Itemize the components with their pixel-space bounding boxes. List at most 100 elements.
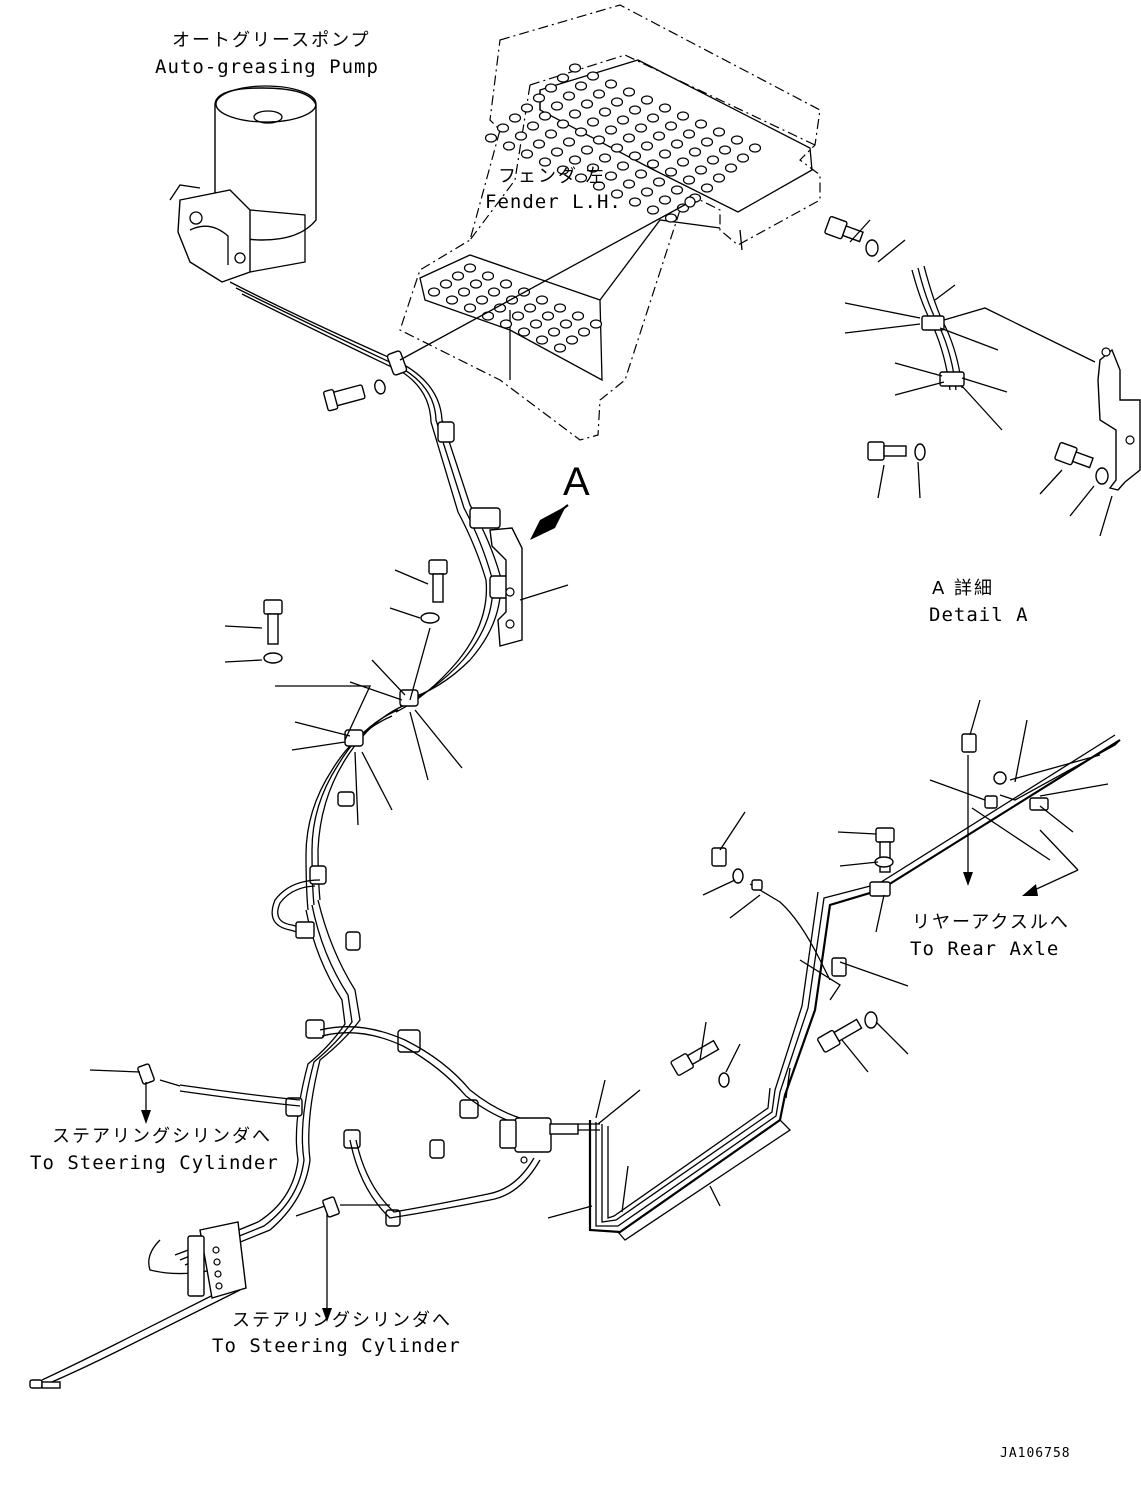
fender-bolt	[323, 379, 386, 412]
fender-hole	[670, 139, 684, 149]
fender-hole	[529, 319, 543, 329]
fender-hole	[640, 141, 654, 151]
fender-hole	[562, 91, 576, 101]
fender-hole	[571, 311, 585, 321]
fender-hole	[640, 95, 654, 105]
fender-hole	[481, 311, 495, 321]
fender-hole	[541, 311, 555, 321]
fender-hole	[475, 295, 489, 305]
fender-hole	[469, 279, 483, 289]
hose-end-fitting	[29, 1379, 61, 1389]
fender-hole	[568, 155, 582, 165]
fender-hole	[676, 203, 690, 213]
rear-axle-label-jp: リヤーアクスルへ	[912, 912, 1070, 933]
fender-hole	[550, 101, 564, 111]
fender-hole	[676, 111, 690, 121]
fender-hole	[622, 133, 636, 143]
fender-hole	[604, 125, 618, 135]
fender-hole	[463, 263, 477, 273]
fender-hole	[616, 115, 630, 125]
pump-label-jp: オートグリースポンプ	[172, 30, 371, 51]
fender-left	[399, 4, 821, 441]
fender-hole	[568, 63, 582, 73]
fender-hole	[544, 129, 558, 139]
detail-a-label-en: Detail A	[929, 604, 1029, 626]
fender-hole	[565, 335, 579, 345]
fender-hole	[664, 167, 678, 177]
fender-hole	[511, 311, 525, 321]
fender-hole	[592, 89, 606, 99]
fender-label-en: Fender L.H.	[485, 191, 622, 213]
fender-hole	[748, 143, 762, 153]
fender-hole	[535, 295, 549, 305]
fender-hole	[520, 103, 534, 113]
fender-hole	[646, 159, 660, 169]
fender-hole	[502, 141, 516, 151]
detail-a	[824, 215, 1141, 537]
fender-hole	[628, 197, 642, 207]
fender-hole	[658, 103, 672, 113]
fender-hole	[676, 157, 690, 167]
fender-hole	[718, 145, 732, 155]
fender-hole	[553, 303, 567, 313]
fender-hole	[652, 131, 666, 141]
fender-hole	[547, 327, 561, 337]
fender-perforations	[427, 63, 762, 353]
distributor-block	[187, 1221, 247, 1299]
fender-hole	[640, 187, 654, 197]
fender-hole	[646, 205, 660, 215]
pump-label-en: Auto-greasing Pump	[155, 56, 379, 78]
fender-hole	[694, 165, 708, 175]
fender-hole	[574, 81, 588, 91]
fender-hole	[499, 319, 513, 329]
fender-hole	[574, 127, 588, 137]
junction-block	[499, 1117, 600, 1164]
fender-hole	[484, 133, 498, 143]
fender-hole	[523, 303, 537, 313]
fender-hole	[514, 131, 528, 141]
fender-hole	[694, 119, 708, 129]
fender-hole	[616, 161, 630, 171]
steering-cylinder-label-2-jp: ステアリングシリンダへ	[232, 1310, 452, 1331]
fender-hole	[580, 145, 594, 155]
fender-hole	[553, 343, 567, 353]
fender-hole	[451, 271, 465, 281]
fender-hole	[463, 303, 477, 313]
fender-hole	[538, 157, 552, 167]
main-grease-hoses	[41, 281, 502, 1386]
fender-hole	[496, 123, 510, 133]
fender-hole	[622, 179, 636, 189]
fender-hole	[700, 183, 714, 193]
hose-bracket	[489, 527, 523, 647]
fender-hole	[526, 121, 540, 131]
fender-hole	[517, 327, 531, 337]
fender-hole	[592, 135, 606, 145]
fender-hole	[634, 123, 648, 133]
fender-hole	[457, 287, 471, 297]
fender-hole	[574, 173, 588, 183]
view-a-label: A	[563, 460, 590, 504]
fender-hole	[427, 287, 441, 297]
fender-hole	[670, 185, 684, 195]
fender-hole	[445, 295, 459, 305]
fender-hole	[538, 111, 552, 121]
fender-hole	[634, 169, 648, 179]
fender-hole	[610, 189, 624, 199]
fender-hole	[652, 177, 666, 187]
steering-cylinder-label-2-en: To Steering Cylinder	[212, 1335, 461, 1357]
fender-hole	[439, 279, 453, 289]
fender-hole	[562, 137, 576, 147]
view-a-arrow	[530, 504, 569, 540]
rear-axle-leaders	[547, 699, 1109, 1219]
fender-hole	[580, 99, 594, 109]
bolts-left	[224, 559, 569, 826]
fender-hole	[586, 117, 600, 127]
fender-hole	[598, 153, 612, 163]
fender-label-jp: フェンダ 左	[498, 166, 606, 187]
fender-hole	[604, 79, 618, 89]
fender-hole	[736, 153, 750, 163]
fender-hole	[604, 171, 618, 181]
fender-hole	[568, 109, 582, 119]
fender-hole	[556, 119, 570, 129]
